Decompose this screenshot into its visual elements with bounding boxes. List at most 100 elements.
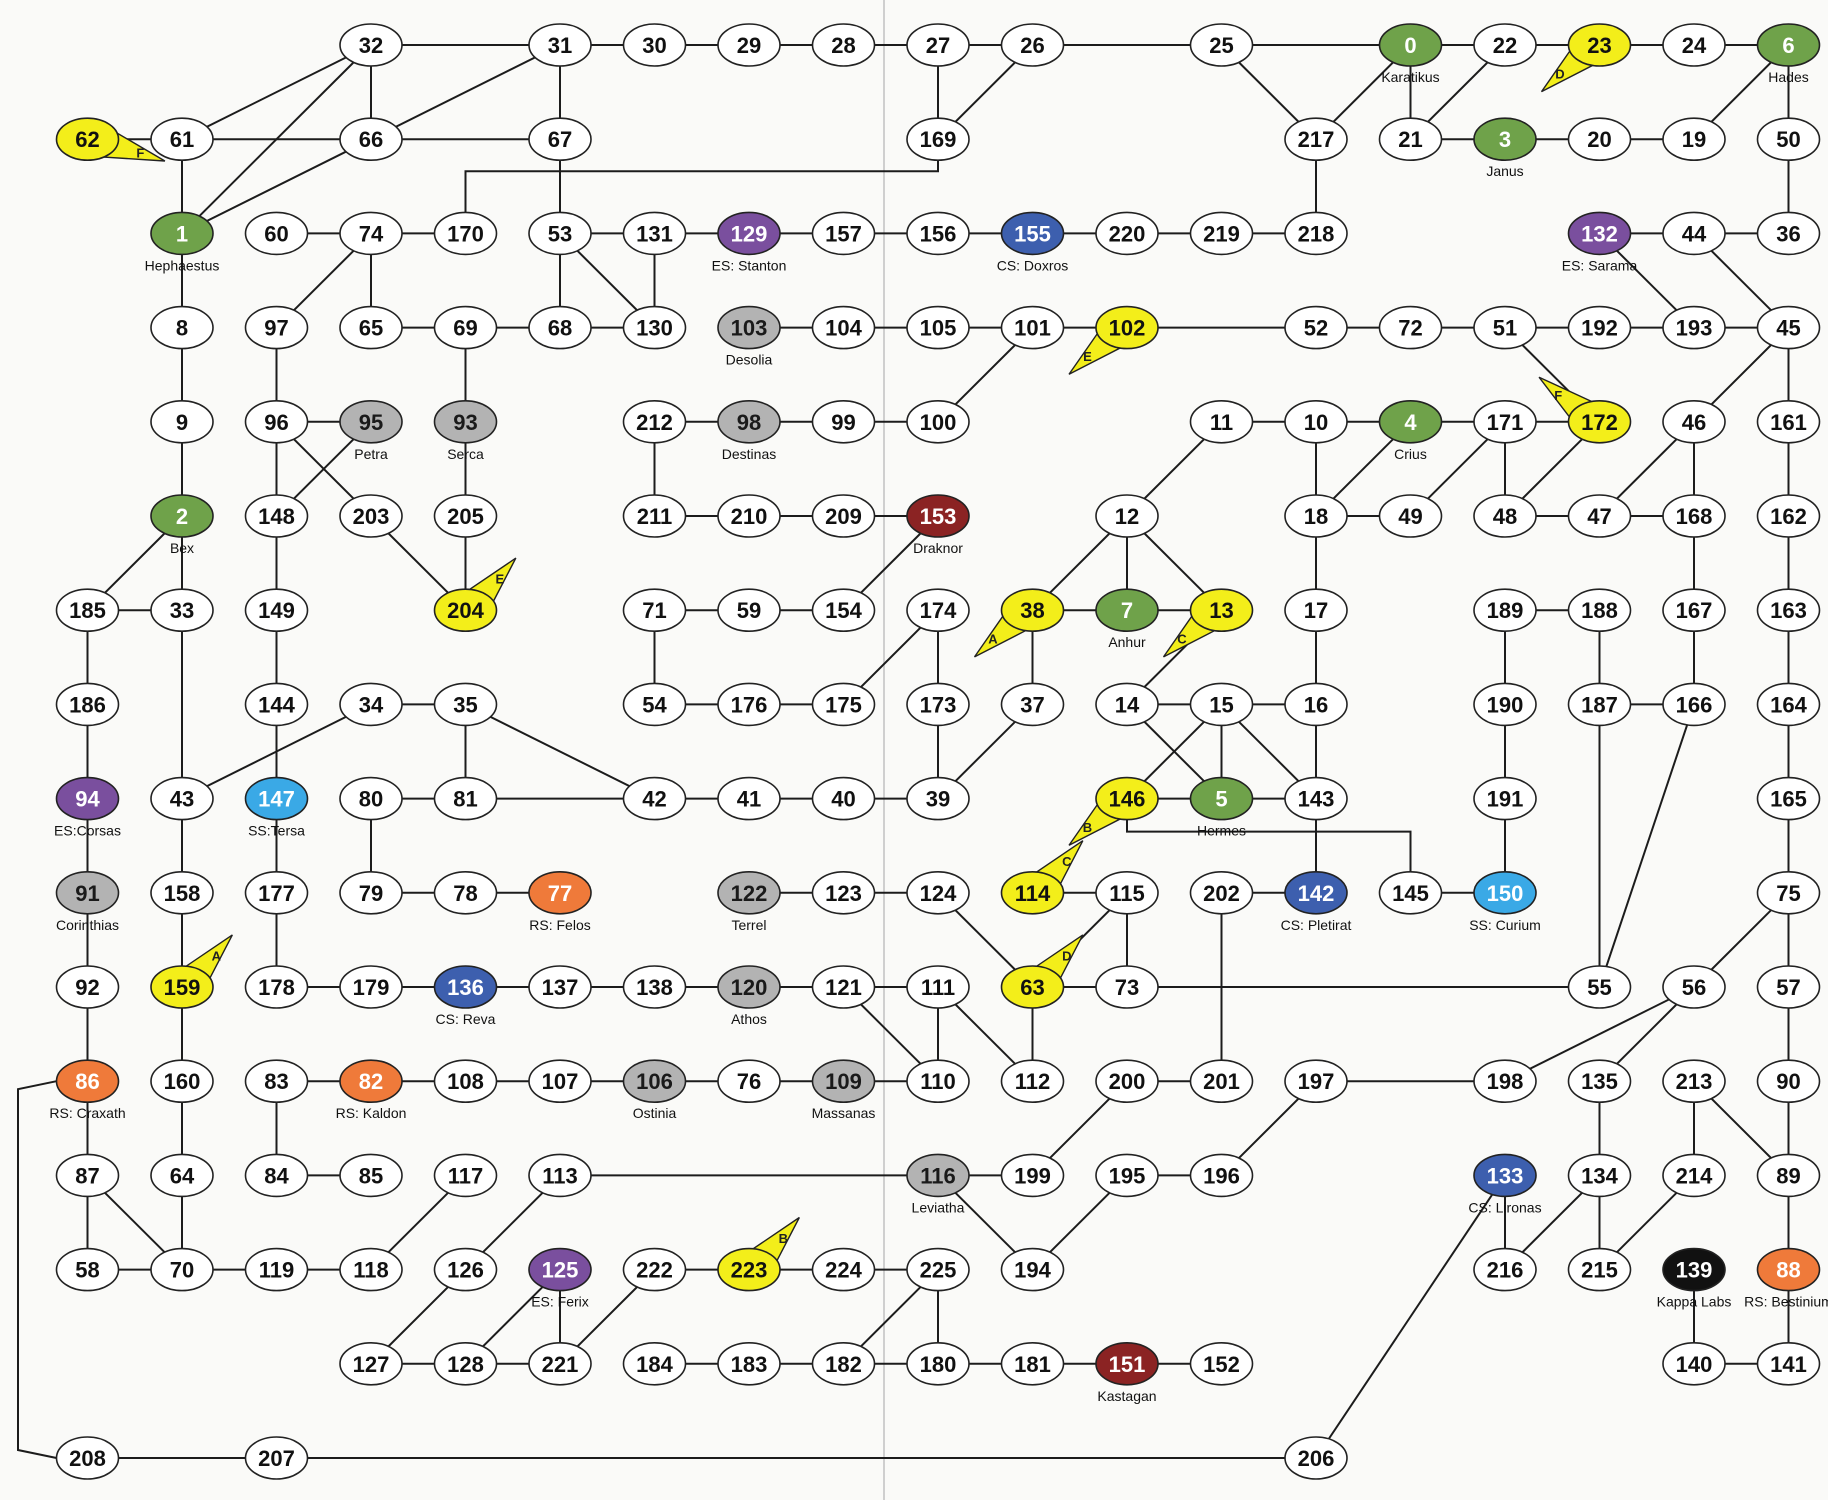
system-node-61[interactable]: 61 bbox=[150, 117, 214, 161]
system-node-16[interactable]: 16 bbox=[1284, 682, 1348, 727]
system-node-197[interactable]: 197 bbox=[1284, 1059, 1348, 1103]
system-node-223[interactable]: 223 bbox=[717, 1247, 781, 1292]
system-node-14[interactable]: 14 bbox=[1095, 682, 1159, 727]
system-node-195[interactable]: 195 bbox=[1095, 1153, 1159, 1198]
system-node-39[interactable]: 39 bbox=[906, 776, 970, 821]
system-node-65[interactable]: 65 bbox=[339, 305, 403, 350]
system-node-36[interactable]: 36 bbox=[1756, 211, 1821, 256]
system-node-32[interactable]: 32 bbox=[339, 23, 403, 67]
system-node-100[interactable]: 100 bbox=[906, 399, 970, 444]
system-node-174[interactable]: 174 bbox=[906, 588, 970, 633]
system-node-206[interactable]: 206 bbox=[1284, 1436, 1348, 1480]
system-node-73[interactable]: 73 bbox=[1095, 965, 1159, 1009]
system-node-178[interactable]: 178 bbox=[244, 965, 309, 1009]
system-node-64[interactable]: 64 bbox=[150, 1153, 214, 1198]
system-node-137[interactable]: 137 bbox=[528, 965, 592, 1009]
system-node-72[interactable]: 72 bbox=[1378, 305, 1443, 350]
system-node-117[interactable]: 117 bbox=[433, 1153, 498, 1198]
system-node-17[interactable]: 17 bbox=[1284, 588, 1348, 633]
system-node-176[interactable]: 176 bbox=[717, 682, 781, 727]
system-node-212[interactable]: 212 bbox=[622, 399, 687, 444]
system-node-198[interactable]: 198 bbox=[1473, 1059, 1537, 1103]
system-node-35[interactable]: 35 bbox=[433, 682, 498, 727]
system-node-222[interactable]: 222 bbox=[622, 1247, 687, 1292]
system-node-218[interactable]: 218 bbox=[1284, 211, 1348, 256]
system-node-59[interactable]: 59 bbox=[717, 588, 781, 633]
system-node-71[interactable]: 71 bbox=[622, 588, 687, 633]
system-node-134[interactable]: 134 bbox=[1567, 1153, 1632, 1198]
system-node-138[interactable]: 138 bbox=[622, 965, 687, 1009]
system-node-193[interactable]: 193 bbox=[1662, 305, 1726, 350]
system-node-173[interactable]: 173 bbox=[906, 682, 970, 727]
system-node-208[interactable]: 208 bbox=[55, 1436, 120, 1480]
system-node-15[interactable]: 15 bbox=[1189, 682, 1254, 727]
system-node-27[interactable]: 27 bbox=[906, 23, 970, 67]
system-node-38[interactable]: 38 bbox=[1000, 588, 1065, 633]
system-node-121[interactable]: 121 bbox=[811, 965, 876, 1009]
system-node-96[interactable]: 96 bbox=[244, 399, 309, 444]
system-node-203[interactable]: 203 bbox=[339, 494, 403, 538]
system-node-44[interactable]: 44 bbox=[1662, 211, 1726, 256]
system-node-20[interactable]: 20 bbox=[1567, 117, 1632, 161]
system-node-143[interactable]: 143 bbox=[1284, 776, 1348, 821]
system-node-75[interactable]: 75 bbox=[1756, 870, 1821, 915]
system-node-60[interactable]: 60 bbox=[244, 211, 309, 256]
system-node-160[interactable]: 160 bbox=[150, 1059, 214, 1103]
system-node-128[interactable]: 128 bbox=[433, 1342, 498, 1386]
system-node-175[interactable]: 175 bbox=[811, 682, 876, 727]
system-node-185[interactable]: 185 bbox=[55, 588, 120, 633]
system-node-131[interactable]: 131 bbox=[622, 211, 687, 256]
system-node-112[interactable]: 112 bbox=[1000, 1059, 1065, 1103]
system-node-196[interactable]: 196 bbox=[1189, 1153, 1254, 1198]
system-node-124[interactable]: 124 bbox=[906, 870, 970, 915]
system-node-164[interactable]: 164 bbox=[1756, 682, 1821, 727]
system-node-167[interactable]: 167 bbox=[1662, 588, 1726, 633]
system-node-24[interactable]: 24 bbox=[1662, 23, 1726, 67]
system-node-182[interactable]: 182 bbox=[811, 1342, 876, 1386]
system-node-18[interactable]: 18 bbox=[1284, 494, 1348, 538]
system-node-146[interactable]: 146 bbox=[1095, 776, 1159, 821]
system-node-111[interactable]: 111 bbox=[906, 965, 970, 1009]
system-node-191[interactable]: 191 bbox=[1473, 776, 1537, 821]
system-node-29[interactable]: 29 bbox=[717, 23, 781, 67]
system-node-47[interactable]: 47 bbox=[1567, 494, 1632, 538]
system-node-21[interactable]: 21 bbox=[1378, 117, 1443, 161]
system-node-57[interactable]: 57 bbox=[1756, 965, 1821, 1009]
system-node-216[interactable]: 216 bbox=[1473, 1247, 1537, 1292]
system-node-105[interactable]: 105 bbox=[906, 305, 970, 350]
system-node-211[interactable]: 211 bbox=[622, 494, 687, 538]
system-node-187[interactable]: 187 bbox=[1567, 682, 1632, 727]
system-node-79[interactable]: 79 bbox=[339, 870, 403, 915]
system-node-188[interactable]: 188 bbox=[1567, 588, 1632, 633]
system-node-184[interactable]: 184 bbox=[622, 1342, 687, 1386]
system-node-12[interactable]: 12 bbox=[1095, 494, 1159, 538]
system-node-85[interactable]: 85 bbox=[339, 1153, 403, 1198]
system-node-58[interactable]: 58 bbox=[55, 1247, 120, 1292]
system-node-83[interactable]: 83 bbox=[244, 1059, 309, 1103]
system-node-183[interactable]: 183 bbox=[717, 1342, 781, 1386]
system-node-52[interactable]: 52 bbox=[1284, 305, 1348, 350]
system-node-207[interactable]: 207 bbox=[244, 1436, 309, 1480]
system-node-189[interactable]: 189 bbox=[1473, 588, 1537, 633]
system-node-19[interactable]: 19 bbox=[1662, 117, 1726, 161]
system-node-204[interactable]: 204 bbox=[433, 588, 498, 633]
system-node-217[interactable]: 217 bbox=[1284, 117, 1348, 161]
